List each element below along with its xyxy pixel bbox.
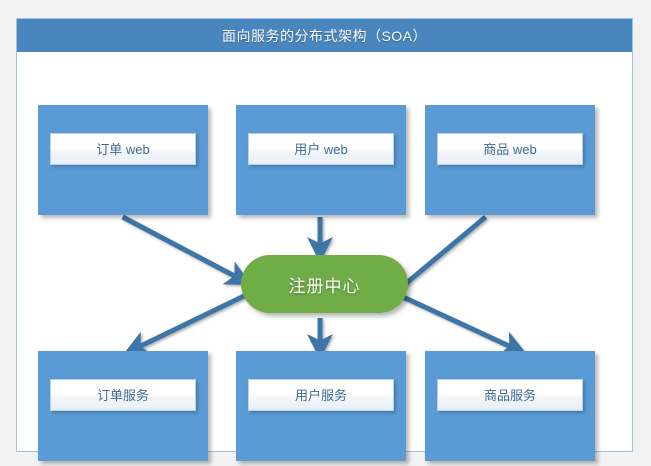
edge-registry-to-order-service <box>123 289 254 355</box>
edge-order-web-to-registry <box>121 214 252 285</box>
node-order-service[interactable]: 订单服务 <box>38 351 208 461</box>
diagram-title-bar: 面向服务的分布式架构（SOA） <box>17 19 632 52</box>
node-label-user-service: 用户服务 <box>248 379 394 411</box>
node-label-order-web: 订单 web <box>50 133 196 165</box>
node-label-user-web: 用户 web <box>248 133 394 165</box>
node-label-product-service: 商品服务 <box>437 379 583 411</box>
edge-registry-to-product-service <box>397 292 527 356</box>
node-user-service[interactable]: 用户服务 <box>236 351 406 461</box>
node-product-web[interactable]: 商品 web <box>425 105 595 215</box>
node-product-service[interactable]: 商品服务 <box>425 351 595 461</box>
edge-layer <box>121 214 527 360</box>
page-title: 面向服务的分布式架构（SOA） <box>221 27 428 44</box>
node-label-product-web: 商品 web <box>437 133 583 165</box>
diagram-canvas: 订单 web 用户 web 商品 web 注册中心 订单服务 用户服务 商品服务 <box>17 52 632 461</box>
node-label-registry-center: 注册中心 <box>288 276 361 296</box>
node-user-web[interactable]: 用户 web <box>236 105 406 215</box>
node-order-web[interactable]: 订单 web <box>38 105 208 215</box>
edge-product-web-to-registry <box>394 215 488 294</box>
node-registry-center[interactable]: 注册中心 <box>241 255 408 313</box>
node-label-order-service: 订单服务 <box>50 379 196 411</box>
diagram-card: 面向服务的分布式架构（SOA） 订单 web <box>16 18 633 461</box>
